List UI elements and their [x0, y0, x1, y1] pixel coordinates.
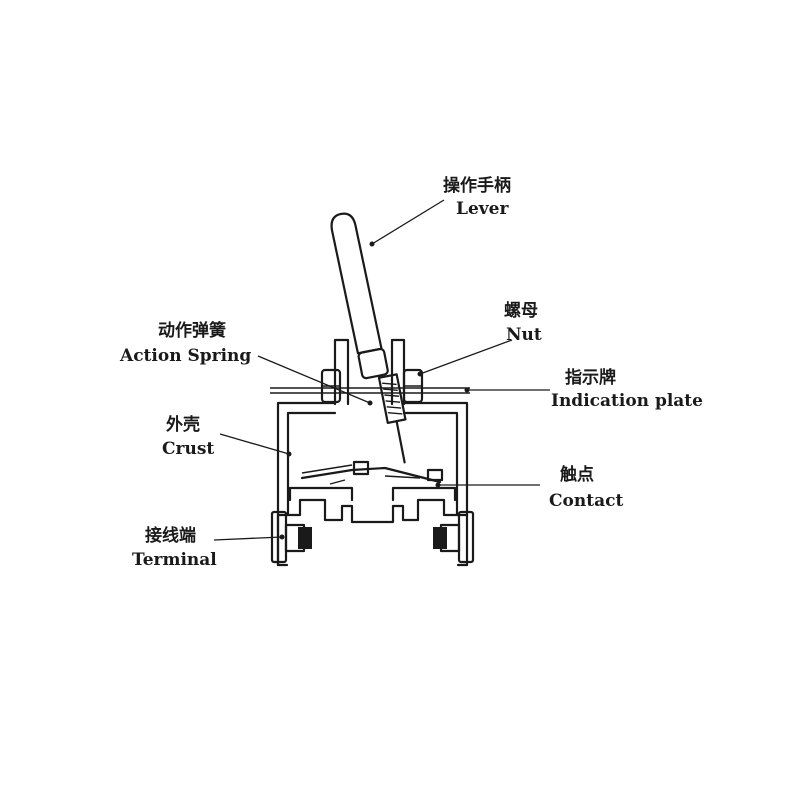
nut-label-zh: 螺母	[504, 301, 538, 321]
nut-label-en: Nut	[506, 325, 542, 345]
label-terminal: 接线端 Terminal	[132, 525, 217, 570]
indication-plate-label-en: Indication plate	[551, 391, 703, 411]
label-action-spring: 动作弹簧 Action Spring	[119, 320, 251, 366]
action-spring-label-en: Action Spring	[119, 346, 251, 366]
indication-plate-label-zh: 指示牌	[565, 367, 616, 388]
label-contact: 触点 Contact	[549, 464, 623, 511]
terminals	[270, 510, 475, 567]
lever-label-en: Lever	[456, 199, 509, 219]
nut	[320, 368, 424, 404]
leader-lines	[213, 199, 550, 541]
indication-plate	[270, 387, 470, 394]
label-crust: 外壳 Crust	[162, 414, 214, 459]
action-spring-label-zh: 动作弹簧	[158, 320, 226, 341]
contact-label-zh: 触点	[559, 464, 594, 485]
terminal-label-en: Terminal	[132, 550, 217, 570]
crust-label-en: Crust	[162, 439, 214, 459]
contact-mechanism	[300, 460, 444, 485]
contact-label-en: Contact	[549, 491, 623, 511]
action-spring	[377, 373, 407, 464]
crust-label-zh: 外壳	[166, 414, 200, 435]
label-lever: 操作手柄 Lever	[443, 175, 511, 219]
lever-label-zh: 操作手柄	[443, 175, 511, 196]
label-indication-plate: 指示牌 Indication plate	[551, 367, 703, 411]
bushing	[333, 338, 406, 406]
label-nut: 螺母 Nut	[504, 301, 542, 345]
terminal-label-zh: 接线端	[145, 525, 196, 546]
lever	[330, 212, 389, 380]
